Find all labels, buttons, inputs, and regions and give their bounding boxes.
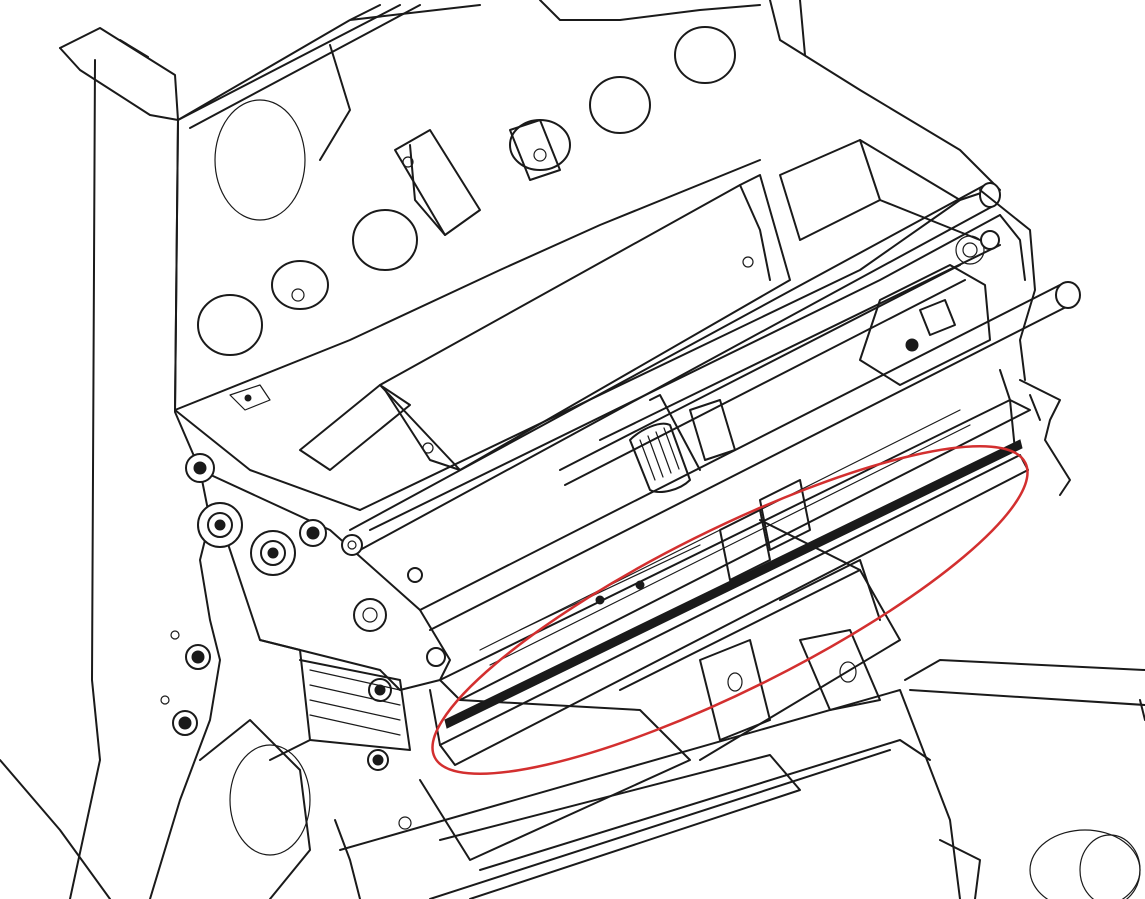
panel-hole-6: [674, 26, 736, 84]
top-panel: [174, 0, 1001, 511]
rod-end-2: [1055, 281, 1081, 309]
panel-hole-1: [197, 294, 263, 356]
printhead-bar: [429, 369, 1031, 766]
spring-assembly: [559, 264, 966, 493]
panel-hole-2: [271, 260, 329, 310]
right-lower-frame: [904, 659, 1145, 899]
left-rollers: [160, 453, 392, 771]
bolt-4: [407, 567, 423, 583]
rods: [349, 182, 1081, 631]
panel-hole-5: [589, 76, 651, 134]
top-bracket: [394, 119, 561, 236]
right-frame: [979, 189, 1071, 496]
bolt-1: [341, 534, 363, 556]
lower-mechanism: [199, 639, 411, 899]
left-side-plate: [199, 469, 451, 691]
panel-hole-3: [352, 209, 418, 271]
bolt-3: [426, 647, 446, 667]
lower-tray: [339, 519, 961, 899]
sensor-block: [859, 230, 1000, 386]
top-cover-block: [779, 139, 881, 241]
upper-carriage: [299, 139, 1001, 531]
bolt-2: [353, 598, 387, 632]
highlight-ellipse: [431, 445, 1029, 775]
